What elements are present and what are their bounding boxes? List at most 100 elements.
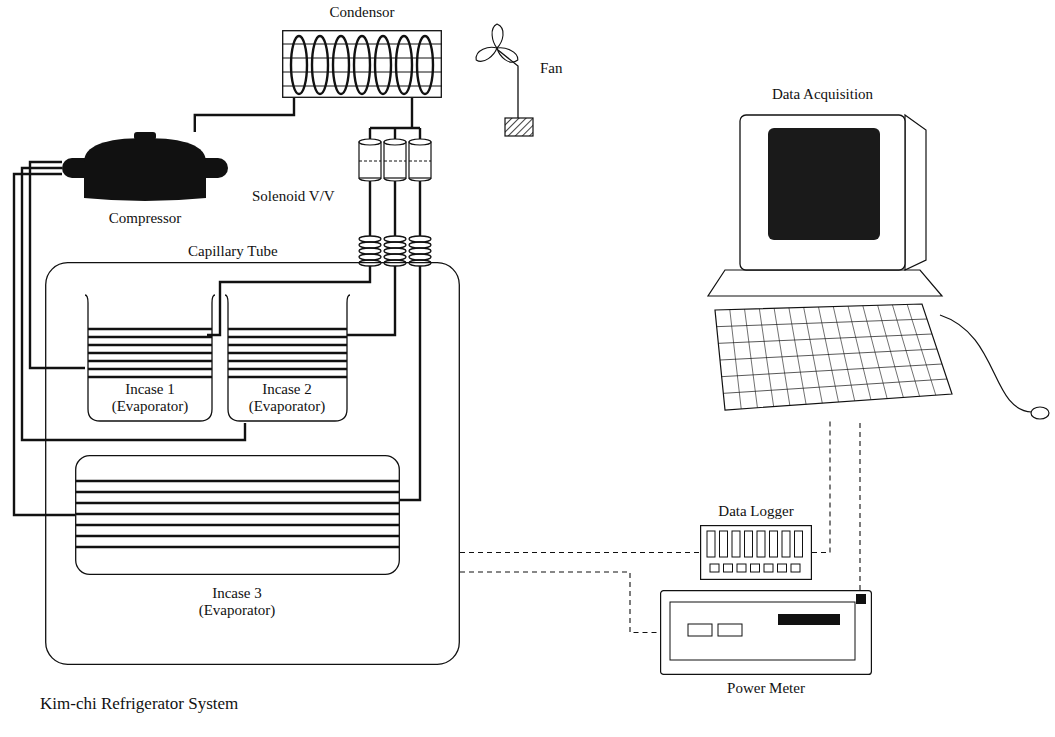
- meter-switch: [856, 594, 866, 604]
- condenser-coil: [354, 36, 370, 94]
- meter-panel: [670, 602, 855, 660]
- capillary-coil: [384, 248, 406, 254]
- keyboard: [715, 304, 952, 410]
- solenoid-valve: [359, 178, 381, 181]
- keyboard-key: [730, 310, 741, 409]
- evaporator-coil: [88, 360, 212, 363]
- logger-slot: [795, 531, 803, 557]
- evaporator-case: Incase 1 (Evaporator): [85, 293, 215, 423]
- capillary-coil: [359, 254, 381, 260]
- data-logger: Data Logger: [700, 525, 812, 580]
- solenoid-valve: [359, 139, 381, 145]
- keyboard-key: [848, 306, 871, 400]
- keyboard-key: [863, 306, 887, 399]
- data-logger-shape: [700, 525, 812, 580]
- condenser-coil: [291, 36, 307, 94]
- case-outline: [225, 295, 350, 421]
- logger-button: [791, 564, 800, 572]
- refrigerant-pipe: [14, 174, 75, 515]
- condenser-shape: [282, 30, 442, 98]
- logger-button: [710, 564, 719, 572]
- signal-line: [859, 420, 860, 590]
- solenoid-valve: [359, 161, 381, 162]
- evaporator-coil: [76, 535, 399, 538]
- evaporator-coil: [228, 368, 347, 371]
- computer-shape: [700, 110, 1050, 420]
- fan-blade: [492, 24, 503, 48]
- compressor-shape: [62, 132, 228, 202]
- keyboard-key: [774, 308, 790, 405]
- solenoid-valve: [384, 139, 406, 145]
- compressor-knob: [134, 132, 156, 140]
- condenser-coil: [417, 36, 433, 94]
- fan-blade: [473, 43, 499, 65]
- meter-display: [778, 614, 840, 625]
- fan-base: [505, 118, 533, 136]
- meter-knob: [688, 624, 712, 636]
- node-label: Data Logger: [700, 503, 812, 520]
- capillary-coil: [409, 236, 431, 242]
- fan: [473, 24, 533, 136]
- capillary-line: [419, 181, 421, 236]
- keyboard-key: [878, 305, 904, 397]
- keyboard-key: [789, 308, 806, 404]
- capillary-line: [400, 266, 420, 500]
- liquid-line: [370, 98, 420, 140]
- capillary-line: [394, 181, 396, 236]
- node-label: Kim-chi Refrigerator System: [40, 695, 238, 712]
- logger-button: [751, 564, 760, 572]
- monitor-side: [905, 115, 926, 270]
- node-label: Incase 1 (Evaporator): [100, 381, 200, 415]
- logger-slot: [757, 531, 765, 557]
- evaporator-coil: [76, 491, 399, 494]
- signal-line: [460, 572, 660, 633]
- node-label: Incase 3 (Evaporator): [187, 585, 287, 619]
- capillary-coil: [359, 236, 381, 242]
- logger-slot: [745, 531, 753, 557]
- solenoid-valve: [409, 142, 431, 178]
- capillary-coil: [384, 236, 406, 242]
- logger-case: [701, 526, 812, 580]
- capillary-coil: [359, 248, 381, 254]
- keyboard-key: [745, 309, 758, 408]
- signal-line: [460, 552, 700, 553]
- signal-line: [812, 420, 830, 553]
- evaporator-coil: [76, 502, 399, 505]
- capillary-line: [369, 181, 371, 236]
- condenser-coil: [396, 36, 412, 94]
- monitor-screen: [768, 128, 880, 240]
- capillary-coil: [409, 242, 431, 248]
- capillary-coil: [409, 248, 431, 254]
- capillary-coil: [384, 254, 406, 260]
- mouse-cable: [940, 315, 1032, 412]
- evaporator-coil: [88, 336, 212, 339]
- logger-button: [764, 564, 773, 572]
- case-outline: [76, 456, 400, 575]
- evaporator-case: Incase 2 (Evaporator): [225, 293, 350, 423]
- solenoid-valve: [359, 142, 381, 178]
- evaporator-coil: [76, 524, 399, 527]
- logger-slot: [732, 531, 740, 557]
- keyboard-key: [892, 305, 919, 396]
- keyboard-key: [759, 309, 773, 407]
- evaporator-coil: [76, 480, 399, 483]
- refrigerator-housing: Incase 1 (Evaporator) Incase 2 (Evaporato…: [45, 262, 460, 665]
- solenoid-valve: [384, 161, 406, 162]
- node-label: Incase 2 (Evaporator): [237, 381, 337, 415]
- capillary-line: [347, 266, 395, 335]
- node-label: Data Acquisition: [740, 86, 905, 103]
- keyboard-key: [907, 304, 936, 395]
- evaporator-coil: [88, 328, 212, 331]
- condenser-coil: [333, 36, 349, 94]
- capillary-label: Capillary Tube: [188, 243, 278, 260]
- compressor-body: [84, 138, 206, 201]
- condenser: Condensor: [282, 30, 442, 98]
- meter-case: [661, 591, 872, 675]
- power-meter: Power Meter: [660, 590, 872, 675]
- solenoid-valve: [409, 139, 431, 145]
- evaporator-coil: [228, 352, 347, 355]
- condenser-coil: [312, 36, 328, 94]
- capillary-coil: [359, 242, 381, 248]
- condenser-frame: [283, 31, 442, 98]
